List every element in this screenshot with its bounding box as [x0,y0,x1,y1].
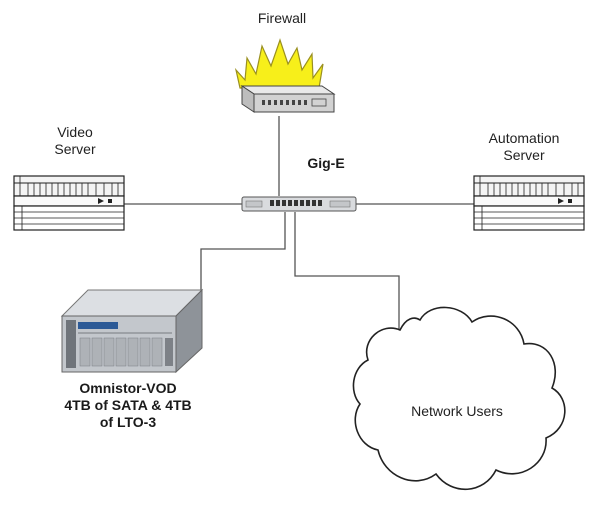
automation-server-label: Automation Server [474,130,574,164]
storage-label: Omnistor-VOD 4TB of SATA & 4TB of LTO-3 [48,380,208,431]
firewall-flames [234,38,324,89]
storage-array-icon [60,288,204,374]
link-switch-storage [200,212,286,292]
firewall-top [240,85,336,95]
automation-server-label-line-2: Server [503,147,545,163]
firewall-icon [234,38,336,113]
switch-icon [241,196,357,212]
connection-lines [124,116,474,330]
video-server-label-line-2: Server [54,141,96,157]
cloud-label: Network Users [411,403,503,419]
storage-label-line-1: Omnistor-VOD [79,380,177,396]
video-server-label-line-1: Video [57,124,93,140]
storage-label-line-2: 4TB of SATA & 4TB [64,397,192,413]
video-server-icon [13,175,125,231]
firewall-label: Firewall [257,10,307,26]
automation-server-label-line-1: Automation [488,130,560,146]
automation-server-icon [473,175,585,231]
firewall-side [241,85,255,113]
cloud-icon [352,306,566,491]
video-server-label: Video Server [38,124,112,158]
storage-label-line-3: of LTO-3 [99,414,157,430]
switch-label: Gig-E [307,155,345,171]
link-switch-cloud [294,212,400,330]
